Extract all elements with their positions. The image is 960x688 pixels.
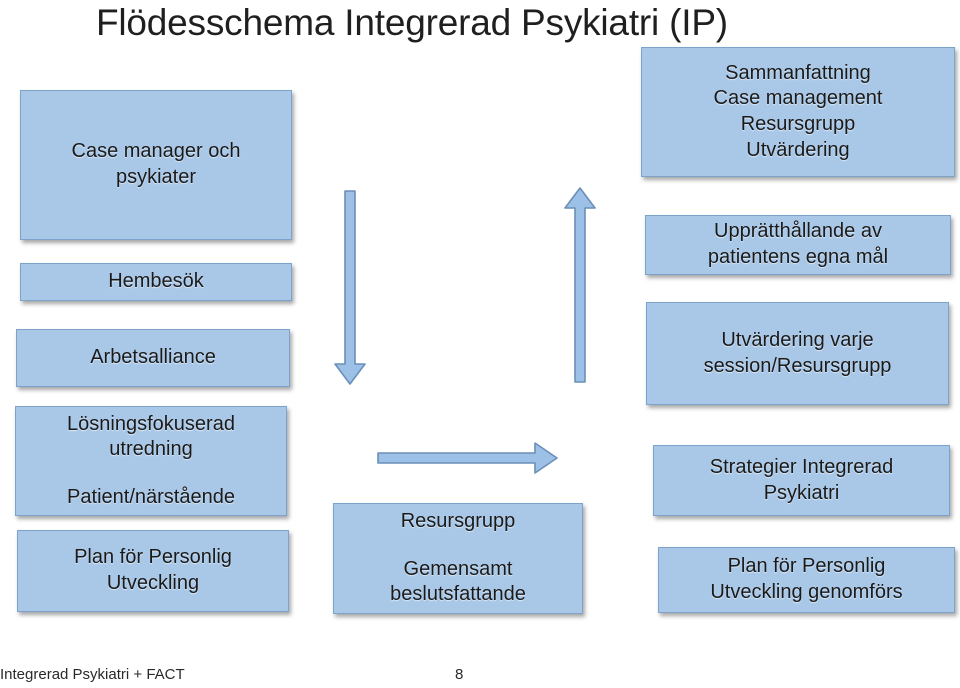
utvardering-box: Utvärdering varje session/Resursgrupp — [646, 302, 949, 405]
down-arrow-icon — [334, 190, 366, 385]
hembesok-box: Hembesök — [20, 263, 292, 301]
box-text: Plan för Personlig — [74, 546, 232, 569]
box-text: psykiater — [115, 166, 197, 188]
box-text: Utvärdering — [746, 138, 850, 161]
page-title: Flödesschema Integrerad Psykiatri (IP) — [96, 2, 728, 43]
box-text: beslutsfattande — [390, 583, 526, 606]
box-text: Lösningsfokuserad — [67, 412, 235, 435]
box-text: Strategier Integrerad — [709, 455, 894, 478]
box-text: Utveckling genomförs — [710, 581, 903, 603]
box-text: session/Resursgrupp — [703, 354, 892, 377]
upprattahallande-box: Upprätthållande av patientens egna mål — [645, 215, 951, 275]
box-text: Hembesök — [108, 270, 204, 293]
plan-genomfors-box: Plan för Personlig Utveckling genomförs — [658, 547, 955, 613]
box-text: Utveckling — [106, 572, 200, 594]
box-text: Resursgrupp — [740, 113, 856, 135]
utredning-box: Lösningsfokuserad utredning Patient/närs… — [15, 406, 287, 516]
box-text: utredning — [109, 438, 193, 461]
sammanfattning-box: Sammanfattning Case management Resursgru… — [641, 47, 955, 177]
box-text: Upprätthållande av — [714, 220, 882, 243]
up-arrow-icon — [564, 187, 596, 383]
box-text: Plan för Personlig — [727, 555, 886, 578]
box-text: Utvärdering varje — [721, 328, 874, 351]
box-text: Case management — [713, 87, 883, 110]
box-text: Gemensamt — [403, 557, 513, 580]
right-arrow-icon — [377, 442, 558, 474]
box-text: Patient/närstående — [67, 485, 235, 508]
box-text: Resursgrupp — [400, 510, 516, 533]
box-text: Arbetsalliance — [90, 346, 216, 369]
box-text: patientens egna mål — [707, 246, 889, 268]
box-text: Sammanfattning — [725, 61, 871, 84]
box-text: Psykiatri — [763, 481, 840, 504]
arbetsalliance-box: Arbetsalliance — [16, 329, 290, 387]
page-number: 8 — [455, 666, 464, 683]
box-text: Case manager och — [71, 140, 241, 163]
strategier-box: Strategier Integrerad Psykiatri — [653, 445, 950, 516]
plan-box: Plan för Personlig Utveckling — [17, 530, 289, 612]
case-manager-box: Case manager och psykiater — [20, 90, 292, 240]
resursgrupp-box: Resursgrupp Gemensamt beslutsfattande — [333, 503, 583, 614]
footer-label: Integrerad Psykiatri + FACT — [0, 666, 185, 683]
